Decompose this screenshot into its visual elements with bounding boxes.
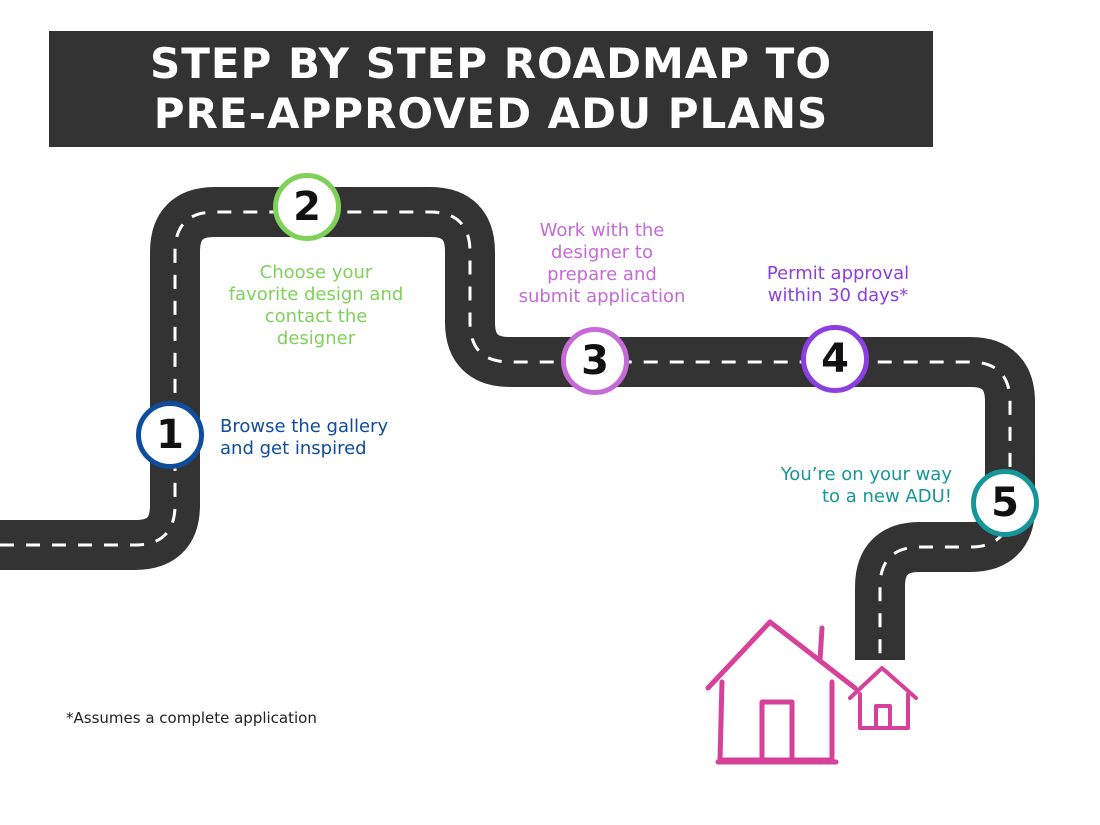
house-icon	[705, 619, 918, 765]
footnote: *Assumes a complete application	[66, 709, 317, 727]
step-5-label: You’re on your way to a new ADU!	[740, 464, 952, 508]
page-title: STEP BY STEP ROADMAP TO PRE-APPROVED ADU…	[49, 31, 933, 147]
step-4-label: Permit approval within 30 days*	[748, 263, 928, 307]
road-center-dashes	[0, 210, 1012, 660]
step-3-label-line: designer to	[551, 242, 653, 263]
title-line-1: STEP BY STEP ROADMAP TO	[149, 39, 833, 88]
step-2-label-line: contact the	[264, 306, 368, 327]
step-1-number: 1	[156, 412, 184, 458]
small-house-icon	[848, 666, 918, 730]
step-4-label-line: Permit approval	[766, 263, 910, 284]
step-2-label: Choose your favorite design and contact …	[206, 262, 426, 350]
step-5-label-line: to a new ADU!	[821, 486, 952, 507]
step-3-circle: 3	[561, 327, 629, 395]
step-2-label-line: favorite design and	[228, 284, 404, 305]
step-4-circle: 4	[801, 325, 869, 393]
step-3-label-line: prepare and	[547, 264, 657, 285]
title-line-2: PRE-APPROVED ADU PLANS	[153, 89, 829, 138]
step-3-label-line: Work with the	[539, 220, 665, 241]
step-2-label-line: Choose your	[259, 262, 373, 283]
step-3-number: 3	[581, 338, 609, 384]
step-1-label-line: Browse the gallery	[220, 416, 389, 437]
step-5-label-line: You’re on your way	[780, 464, 952, 485]
step-1-label-line: and get inspired	[220, 438, 367, 459]
step-1-circle: 1	[136, 401, 204, 469]
step-2-label-line: designer	[276, 328, 356, 349]
step-5-circle: 5	[971, 469, 1039, 537]
step-3-label: Work with the designer to prepare and su…	[502, 220, 702, 308]
step-4-number: 4	[821, 336, 849, 382]
step-5-number: 5	[991, 480, 1019, 526]
step-1-label: Browse the gallery and get inspired	[220, 416, 388, 460]
step-3-label-line: submit application	[518, 286, 686, 307]
step-2-number: 2	[293, 184, 321, 230]
step-2-circle: 2	[273, 173, 341, 241]
step-4-label-line: within 30 days*	[767, 285, 909, 306]
